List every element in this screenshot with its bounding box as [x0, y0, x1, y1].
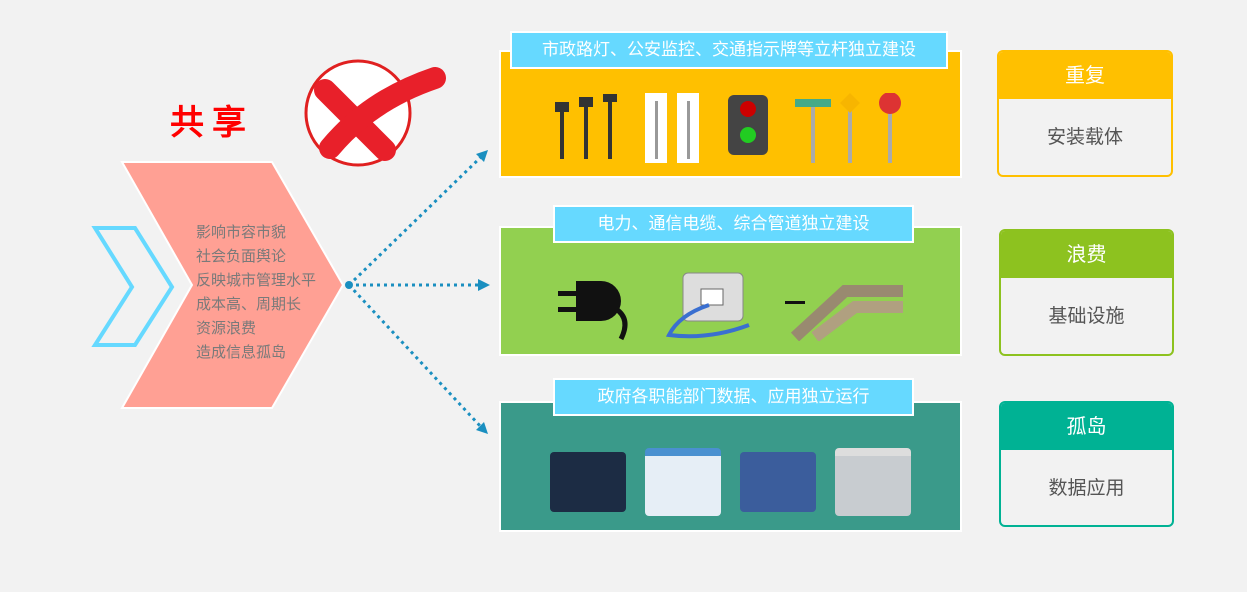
traffic-light-icon	[727, 95, 768, 155]
panel-label-cables: 电力、通信电缆、综合管道独立建设	[553, 205, 914, 243]
reason-item: 资源浪费	[196, 319, 257, 337]
app-screenshot-map	[550, 451, 627, 512]
panel-apps	[499, 401, 962, 532]
panel-label-poles: 市政路灯、公安监控、交通指示牌等立杆独立建设	[510, 31, 948, 69]
network-cable-icon	[666, 272, 751, 339]
panel-label-apps: 政府各职能部门数据、应用独立运行	[553, 378, 914, 416]
dotted-arrows	[347, 154, 484, 430]
cross-icon	[304, 59, 446, 167]
pole-icon	[645, 93, 700, 163]
small-chevron	[91, 226, 175, 347]
street-lamp-icon	[555, 94, 618, 159]
reason-item: 反映城市管理水平	[196, 271, 317, 289]
reason-item: 成本高、周期长	[196, 295, 302, 313]
reason-item: 社会负面舆论	[196, 247, 287, 265]
app-screenshot-form	[645, 447, 722, 516]
card-island: 孤岛 数据应用	[999, 401, 1174, 527]
card-body: 数据应用	[1048, 477, 1125, 499]
power-plug-icon	[557, 281, 628, 341]
reason-item: 造成信息孤岛	[196, 343, 287, 361]
app-screenshot-video	[834, 447, 911, 516]
card-title: 重复	[999, 52, 1171, 99]
reasons-list: 影响市容市貌 社会负面舆论 反映城市管理水平 成本高、周期长 资源浪费 造成信息…	[196, 220, 316, 364]
road-sign-icon	[794, 93, 901, 163]
card-body: 安装载体	[1046, 126, 1123, 148]
card-waste: 浪费 基础设施	[999, 229, 1174, 356]
card-duplicate: 重复 安装载体	[997, 50, 1173, 177]
large-chevron	[120, 161, 345, 409]
card-title: 孤岛	[1001, 403, 1172, 450]
card-title: 浪费	[1001, 231, 1172, 278]
panel-cables	[499, 226, 962, 356]
pipes-icon	[785, 285, 904, 341]
flow-graphic	[91, 59, 490, 434]
card-body: 基础设施	[1048, 305, 1125, 327]
panel-poles	[499, 50, 962, 178]
share-title: 共享	[170, 103, 254, 143]
reason-item: 影响市容市貌	[196, 223, 287, 241]
app-screenshot-tiles	[739, 451, 816, 512]
